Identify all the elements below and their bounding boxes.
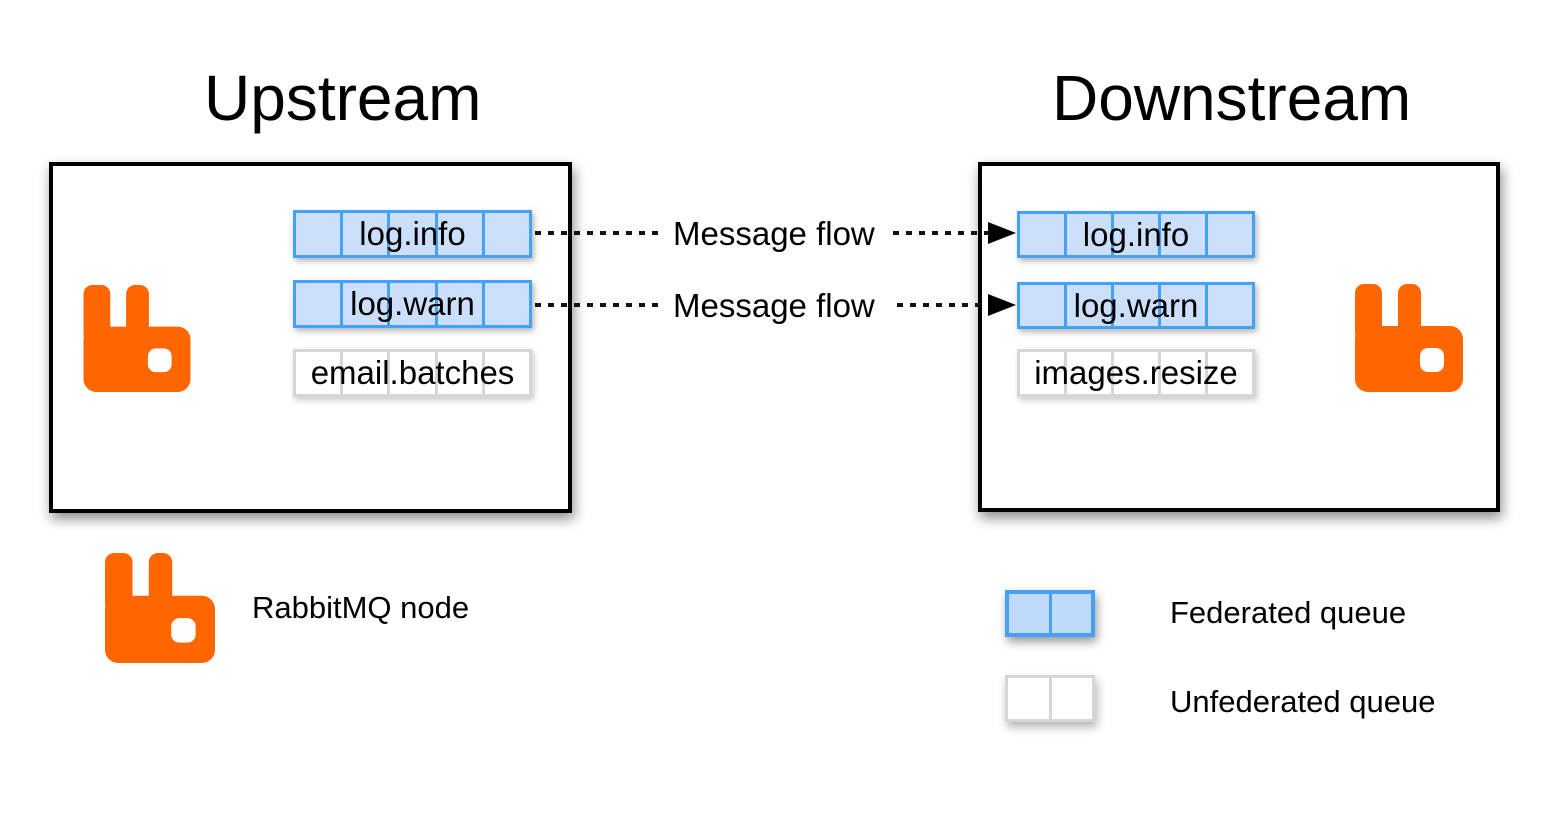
- legend-rabbitmq-node-label: RabbitMQ node: [252, 590, 470, 625]
- arrowhead-right-icon: [988, 222, 1016, 244]
- legend-unfederated-queue-label: Unfederated queue: [1170, 684, 1436, 719]
- message-flow-line: [897, 303, 988, 307]
- queue-cell: [1064, 285, 1111, 326]
- queue-name: log.warn: [350, 285, 475, 322]
- queue-downstream-log-warn: log.warn: [1017, 282, 1255, 329]
- queue-cell: [340, 213, 387, 255]
- message-flow-line: [893, 231, 988, 235]
- message-flow-label: Message flow: [673, 287, 875, 324]
- upstream-title: Upstream: [204, 62, 482, 134]
- message-flow-line: [535, 303, 660, 307]
- queue-name: images.resize: [1034, 354, 1238, 391]
- message-flow-line: [535, 231, 665, 235]
- queue-downstream-log-info: log.info: [1017, 211, 1255, 258]
- queue-cell: [340, 283, 387, 325]
- queue-cell: [1048, 594, 1092, 633]
- queue-cell: [1111, 352, 1158, 394]
- queue-cell: [481, 283, 529, 325]
- queue-cell: [1111, 285, 1158, 326]
- queue-cell: [1111, 214, 1158, 255]
- legend-unfederated-queue-swatch: [1005, 675, 1095, 722]
- queue-cell: [387, 283, 434, 325]
- queue-cell: [1048, 678, 1093, 719]
- queue-cell: [1205, 214, 1252, 255]
- downstream-title: Downstream: [1052, 62, 1412, 134]
- queue-cell: [387, 352, 434, 394]
- queue-name: log.info: [359, 215, 466, 252]
- queue-cell: [434, 352, 482, 394]
- rabbitmq-logo-icon: [105, 553, 215, 663]
- queue-cell: [434, 213, 482, 255]
- legend-federated-queue-swatch: [1005, 590, 1095, 637]
- queue-cell: [481, 352, 529, 394]
- queue-cell: [434, 283, 482, 325]
- queue-upstream-email-batches: email.batches: [293, 349, 532, 397]
- rabbitmq-logo-icon: [1355, 283, 1463, 393]
- queue-cell: [481, 213, 529, 255]
- queue-name: log.info: [1082, 215, 1190, 253]
- queue-cell: [1158, 285, 1205, 326]
- queue-name: log.warn: [1073, 286, 1199, 324]
- queue-cell: [1009, 594, 1049, 633]
- queue-cell: [1205, 352, 1252, 394]
- queue-cell: [1205, 285, 1252, 326]
- queue-cell: [1064, 214, 1111, 255]
- legend-federated-queue-label: Federated queue: [1170, 595, 1407, 630]
- queue-cell: [340, 352, 387, 394]
- queue-cell: [1064, 352, 1111, 394]
- queue-upstream-log-info: log.info: [293, 210, 532, 258]
- queue-upstream-log-warn: log.warn: [293, 280, 532, 328]
- queue-name: email.batches: [310, 354, 515, 391]
- queue-cell: [1008, 678, 1049, 719]
- arrowhead-right-icon: [988, 294, 1016, 316]
- message-flow-label: Message flow: [673, 215, 875, 252]
- queue-cell: [1158, 352, 1205, 394]
- queue-downstream-images-resize: images.resize: [1017, 349, 1255, 397]
- queue-cell: [387, 213, 434, 255]
- rabbitmq-logo-icon: [83, 285, 191, 392]
- queue-cell: [1158, 214, 1205, 255]
